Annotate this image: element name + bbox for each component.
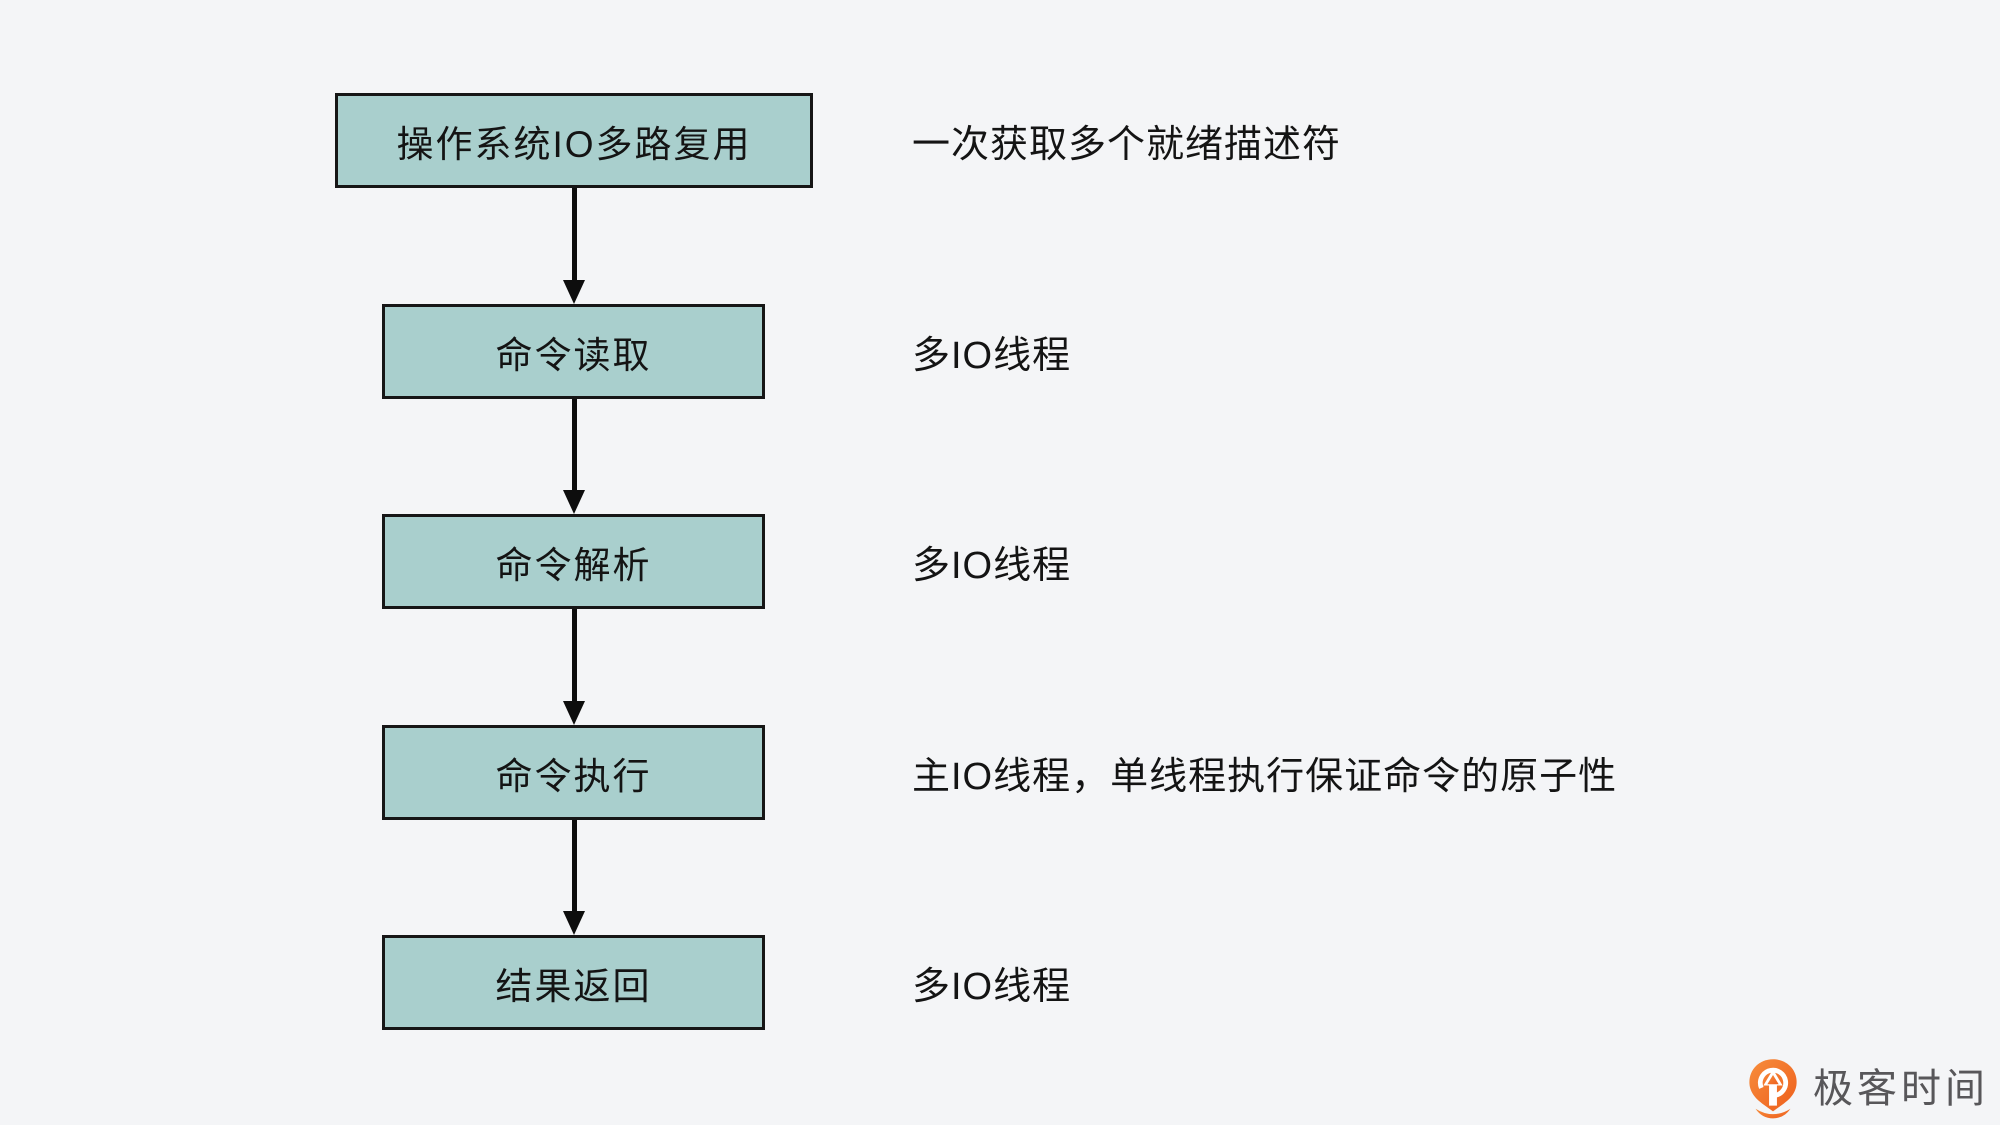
geektime-logo-text: 极客时间 bbox=[1813, 1067, 1989, 1111]
flow-arrow-down-icon bbox=[561, 399, 587, 514]
arrow-head bbox=[563, 280, 585, 304]
flow-node-result-return: 结果返回 bbox=[382, 935, 765, 1030]
flow-node-command-execute: 命令执行 bbox=[382, 725, 765, 820]
flow-annotation: 多IO线程 bbox=[912, 335, 1072, 377]
flow-node-label: 命令执行 bbox=[495, 755, 652, 797]
flow-arrow-down-icon bbox=[561, 609, 587, 725]
flow-node-io-multiplexing: 操作系统IO多路复用 bbox=[335, 93, 813, 188]
flow-node-label: 操作系统IO多路复用 bbox=[396, 123, 752, 165]
flow-annotation: 多IO线程 bbox=[912, 545, 1072, 587]
flow-node-label: 命令解析 bbox=[495, 544, 652, 586]
flow-arrow-down-icon bbox=[561, 820, 587, 935]
geektime-logo: 极客时间 bbox=[1745, 1058, 1989, 1120]
arrow-stem bbox=[571, 820, 577, 915]
arrow-head bbox=[563, 701, 585, 725]
arrow-head bbox=[563, 490, 585, 514]
flow-node-label: 命令读取 bbox=[495, 334, 652, 376]
arrow-head bbox=[563, 911, 585, 935]
flow-annotation: 主IO线程，单线程执行保证命令的原子性 bbox=[912, 756, 1618, 798]
flow-annotation: 多IO线程 bbox=[912, 966, 1072, 1008]
arrow-stem bbox=[571, 609, 577, 705]
flow-annotation: 一次获取多个就绪描述符 bbox=[912, 124, 1342, 166]
flow-node-label: 结果返回 bbox=[495, 965, 652, 1007]
flow-node-command-parse: 命令解析 bbox=[382, 514, 765, 609]
flow-node-command-read: 命令读取 bbox=[382, 304, 765, 399]
flow-arrow-down-icon bbox=[561, 188, 587, 304]
geektime-logo-icon bbox=[1749, 1059, 1797, 1119]
arrow-stem bbox=[571, 188, 577, 284]
arrow-stem bbox=[571, 399, 577, 494]
